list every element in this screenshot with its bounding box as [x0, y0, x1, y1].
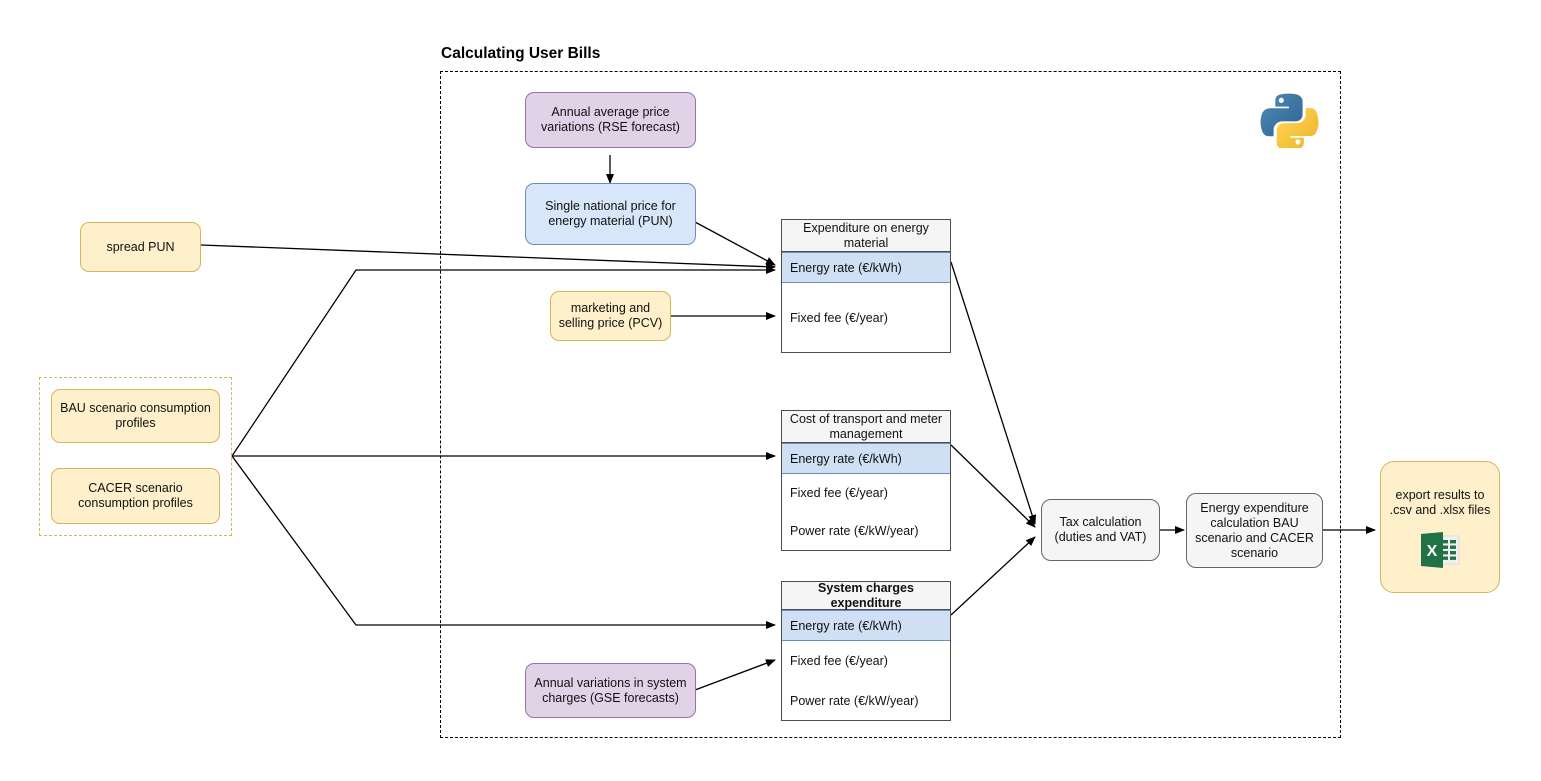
- table-row-fixed-fee[interactable]: Fixed fee (€/year): [790, 486, 888, 500]
- node-gse-label: Annual variations in system charges (GSE…: [534, 675, 687, 705]
- table-row-fixed-fee[interactable]: Fixed fee (€/year): [790, 310, 888, 325]
- python-logo-icon: [1258, 90, 1320, 151]
- table-row-energy-rate[interactable]: Energy rate (€/kWh): [782, 610, 950, 641]
- node-rse-forecast[interactable]: Annual average price variations (RSE for…: [525, 92, 696, 148]
- table-header: Expenditure on energy material: [782, 220, 950, 252]
- calculating-user-bills-container: [440, 71, 1341, 738]
- node-tax-line1: Tax calculation: [1059, 515, 1142, 529]
- node-tax-calculation[interactable]: Tax calculation (duties and VAT): [1041, 499, 1160, 561]
- node-spread-pun[interactable]: spread PUN: [80, 222, 201, 272]
- node-tax-line2: (duties and VAT): [1054, 530, 1147, 544]
- node-cacer-label: CACER scenario consumption profiles: [78, 481, 193, 510]
- node-export-results[interactable]: export results to .csv and .xlsx files X: [1380, 461, 1500, 593]
- node-bau-label: BAU scenario consumption profiles: [60, 401, 211, 430]
- node-pcv-label: marketing and selling price (PCV): [558, 301, 663, 330]
- table-cost-of-transport-and-meter-management: Cost of transport and meter management E…: [781, 410, 951, 551]
- node-gse-forecast[interactable]: Annual variations in system charges (GSE…: [525, 663, 696, 718]
- table-row-power-rate[interactable]: Power rate (€/kW/year): [790, 693, 919, 708]
- table-system-charges-expenditure: System charges expenditure Energy rate (…: [781, 581, 951, 721]
- node-rse-label: Annual average price variations (RSE for…: [541, 105, 680, 134]
- node-pun-label: Single national price for energy materia…: [545, 199, 676, 228]
- node-single-national-price-pun[interactable]: Single national price for energy materia…: [525, 183, 696, 245]
- node-energy-expenditure-calculation[interactable]: Energy expenditure calculation BAU scena…: [1186, 493, 1323, 568]
- node-energy-calc-label: Energy expenditure calculation BAU scena…: [1195, 500, 1314, 560]
- excel-logo-icon: X: [1419, 532, 1461, 572]
- table-header: Cost of transport and meter management: [782, 411, 950, 443]
- table-row-power-rate[interactable]: Power rate (€/kW/year): [790, 524, 919, 538]
- node-export-label: export results to .csv and .xlsx files: [1389, 488, 1491, 517]
- node-marketing-selling-price-pcv[interactable]: marketing and selling price (PCV): [550, 291, 671, 341]
- svg-text:X: X: [1427, 543, 1438, 560]
- node-spread-pun-label: spread PUN: [106, 239, 175, 254]
- table-row-fixed-fee[interactable]: Fixed fee (€/year): [790, 654, 888, 668]
- page-title: Calculating User Bills: [441, 45, 601, 62]
- consumption-profiles-group: [39, 377, 232, 536]
- node-cacer-scenario-consumption-profiles[interactable]: CACER scenario consumption profiles: [51, 468, 220, 524]
- table-expenditure-on-energy-material: Expenditure on energy material Energy ra…: [781, 219, 951, 353]
- table-row-energy-rate[interactable]: Energy rate (€/kWh): [782, 443, 950, 474]
- node-bau-scenario-consumption-profiles[interactable]: BAU scenario consumption profiles: [51, 389, 220, 443]
- table-header: System charges expenditure: [782, 581, 950, 610]
- node-tax-label: Tax calculation (duties and VAT): [1055, 515, 1147, 545]
- table-row-energy-rate[interactable]: Energy rate (€/kWh): [782, 252, 950, 283]
